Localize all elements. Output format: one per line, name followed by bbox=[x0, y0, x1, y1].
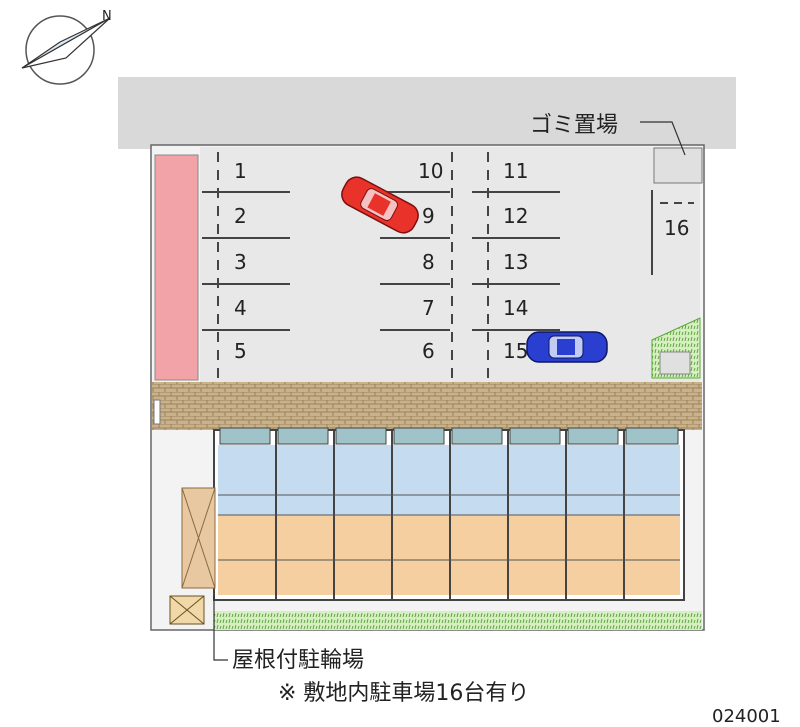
pink-strip bbox=[154, 154, 199, 381]
slot-label: 2 bbox=[234, 204, 247, 228]
slot-label: 13 bbox=[503, 250, 528, 274]
slot-label: 3 bbox=[234, 250, 247, 274]
compass-icon: N bbox=[21, 9, 112, 85]
slot-label: 16 bbox=[664, 216, 689, 240]
slot-label: 15 bbox=[503, 339, 528, 363]
slot-label: 7 bbox=[422, 296, 435, 320]
parking-lines bbox=[202, 152, 694, 378]
north-label: N bbox=[102, 9, 112, 24]
apartment-building bbox=[213, 427, 685, 601]
parking-note: ※ 敷地内駐車場16台有り bbox=[278, 681, 529, 706]
slot-label: 4 bbox=[234, 296, 247, 320]
map-code: 024001 bbox=[712, 706, 781, 727]
garbage-area bbox=[653, 147, 703, 184]
slot-numbers: 1 2 3 4 5 6 7 8 9 10 11 12 13 14 15 16 bbox=[234, 159, 689, 363]
road bbox=[118, 77, 736, 149]
slot-label: 11 bbox=[503, 159, 528, 183]
car-icon bbox=[526, 331, 608, 363]
bike-parking-label: 屋根付駐輪場 bbox=[232, 648, 364, 673]
slot-label: 10 bbox=[418, 159, 443, 183]
slot-label: 6 bbox=[422, 339, 435, 363]
slot-label: 14 bbox=[503, 296, 528, 320]
slot-label: 9 bbox=[422, 204, 435, 228]
garbage-label: ゴミ置場 bbox=[530, 113, 618, 138]
slot-label: 1 bbox=[234, 159, 247, 183]
parking-lot bbox=[200, 147, 700, 382]
brick-walkway bbox=[152, 382, 702, 430]
slot-label: 5 bbox=[234, 339, 247, 363]
slot-label: 8 bbox=[422, 250, 435, 274]
car-icon bbox=[341, 176, 419, 234]
slot-label: 12 bbox=[503, 204, 528, 228]
grass-strip bbox=[214, 611, 702, 630]
